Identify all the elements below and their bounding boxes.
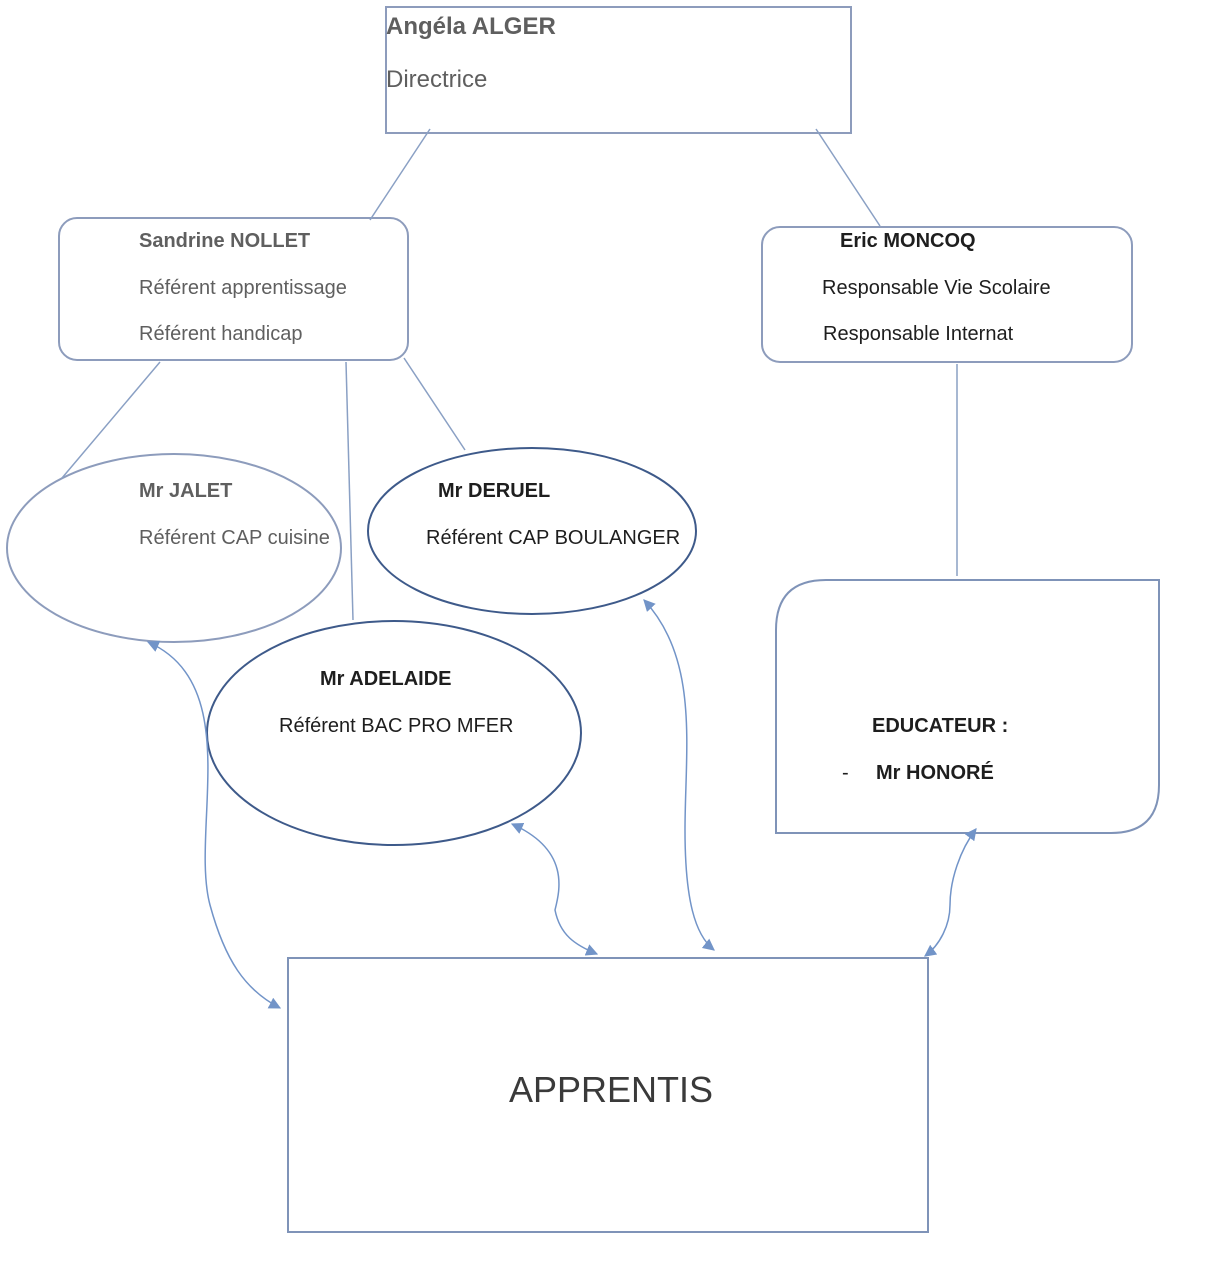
arrow-adelaide-apprentis (510, 822, 599, 956)
apprentis-label: APPRENTIS (508, 1069, 714, 1110)
adelaide-role: Référent BAC PRO MFER (279, 715, 514, 737)
educateur-box (775, 579, 1160, 834)
line-nollet-jalet (61, 361, 161, 479)
nollet-role-1: Référent apprentissage (139, 277, 347, 299)
arrow-educateur-apprentis (924, 828, 977, 957)
directrice-role: Directrice (386, 66, 488, 93)
arrow-deruel-apprentis (643, 599, 715, 951)
nollet-box (58, 217, 409, 361)
apprentis-box (287, 957, 929, 1233)
nollet-role-2: Référent handicap (139, 323, 303, 345)
line-directrice-nollet (369, 128, 431, 221)
moncoq-role-1: Responsable Vie Scolaire (822, 277, 1051, 299)
directrice-box (385, 6, 852, 134)
educateur-name: Mr HONORÉ (876, 762, 994, 784)
arrow-jalet-apprentis (146, 640, 282, 1009)
deruel-role: Référent CAP BOULANGER (426, 527, 681, 549)
directrice-name: Angéla ALGER (386, 13, 556, 40)
jalet-role: Référent CAP cuisine (139, 527, 330, 549)
educateur-dash: - (842, 762, 849, 784)
moncoq-box (761, 226, 1133, 363)
moncoq-role-2: Responsable Internat (823, 323, 1014, 345)
educateur-title: EDUCATEUR : (872, 715, 1009, 737)
line-directrice-moncoq (815, 128, 881, 227)
nollet-name: Sandrine NOLLET (139, 230, 311, 252)
line-nollet-deruel (403, 357, 466, 451)
moncoq-name: Eric MONCOQ (840, 230, 976, 252)
line-nollet-adelaide (345, 361, 354, 621)
deruel-ellipse (367, 447, 697, 615)
jalet-name: Mr JALET (139, 480, 233, 502)
deruel-name: Mr DERUEL (438, 480, 551, 502)
adelaide-name: Mr ADELAIDE (320, 668, 452, 690)
